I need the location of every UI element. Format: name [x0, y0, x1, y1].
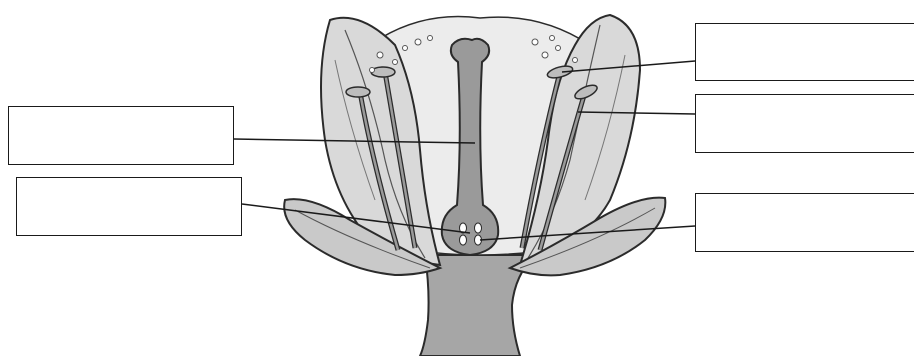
- label-box-left-upper[interactable]: [8, 106, 234, 165]
- anther-left: [346, 87, 370, 97]
- label-box-right-bottom[interactable]: [695, 193, 914, 252]
- anther-left: [371, 67, 395, 77]
- label-box-left-lower[interactable]: [16, 177, 242, 236]
- label-box-right-top[interactable]: [695, 23, 914, 81]
- label-box-right-middle[interactable]: [695, 94, 914, 153]
